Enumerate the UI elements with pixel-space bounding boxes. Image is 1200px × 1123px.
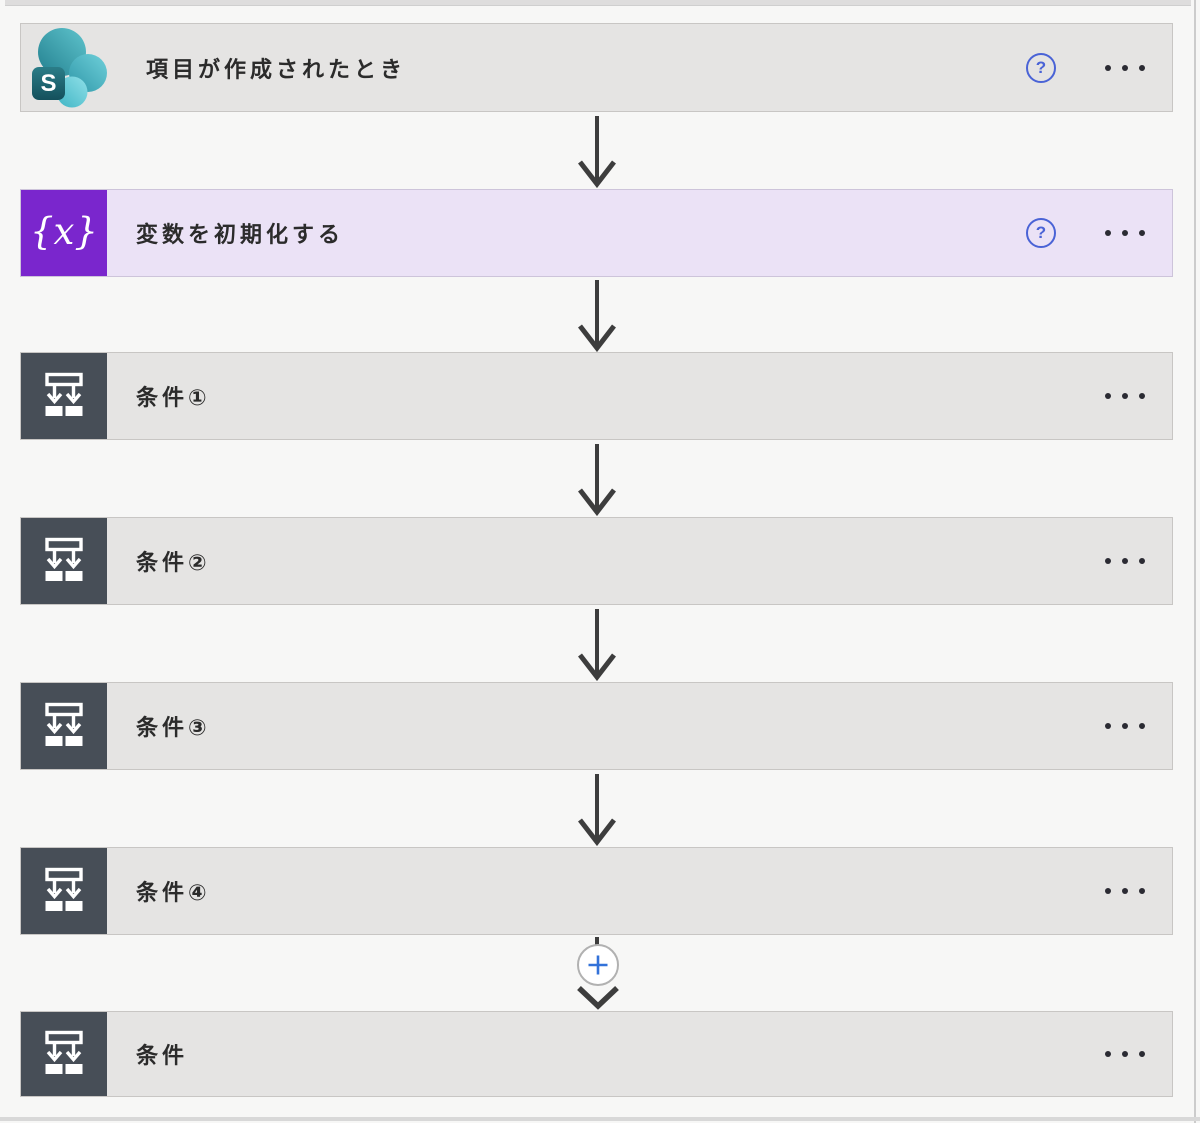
node-menu-button[interactable] xyxy=(1102,876,1148,906)
node-title: 項目が作成されたとき xyxy=(146,56,407,82)
condition-branch-icon xyxy=(21,518,107,604)
variable-braces-icon: {x} xyxy=(21,190,107,276)
condition-branch-icon xyxy=(21,848,107,934)
connector-arrow xyxy=(576,116,618,188)
node-menu-button[interactable] xyxy=(1102,546,1148,576)
node-title: 条件 xyxy=(136,1043,189,1068)
insert-step-button[interactable] xyxy=(577,944,619,986)
connector-arrow xyxy=(576,774,618,846)
flow-node-trigger[interactable]: 項目が作成されたとき ? xyxy=(20,23,1173,112)
cropped-bottom-edge xyxy=(0,1117,1200,1121)
connector-arrowhead xyxy=(577,986,619,1010)
connector-arrow xyxy=(595,937,599,948)
node-title: 変数を初期化する xyxy=(136,222,345,247)
node-menu-button[interactable] xyxy=(1102,381,1148,411)
node-title: 条件③ xyxy=(136,715,211,740)
node-title: 条件④ xyxy=(136,880,211,905)
connector-arrow xyxy=(576,444,618,516)
sharepoint-icon xyxy=(21,24,117,111)
flow-node-initialize-variable[interactable]: {x} 変数を初期化する ? xyxy=(20,189,1173,277)
node-menu-button[interactable] xyxy=(1102,1039,1148,1069)
condition-branch-icon xyxy=(21,1012,107,1096)
connector-arrow xyxy=(576,609,618,681)
cropped-toolbar-edge xyxy=(5,0,1191,6)
node-menu-button[interactable] xyxy=(1102,711,1148,741)
flow-node-condition-4[interactable]: 条件④ xyxy=(20,847,1173,935)
flow-node-condition-5[interactable]: 条件 xyxy=(20,1011,1173,1097)
connector-arrow xyxy=(576,280,618,352)
canvas-right-border xyxy=(1194,0,1196,1123)
node-title: 条件② xyxy=(136,550,211,575)
help-button[interactable]: ? xyxy=(1026,52,1056,83)
help-button[interactable]: ? xyxy=(1026,218,1056,248)
node-menu-button[interactable] xyxy=(1102,218,1148,248)
condition-branch-icon xyxy=(21,683,107,769)
flow-node-condition-2[interactable]: 条件② xyxy=(20,517,1173,605)
node-title: 条件① xyxy=(136,385,211,410)
condition-branch-icon xyxy=(21,353,107,439)
flow-node-condition-1[interactable]: 条件① xyxy=(20,352,1173,440)
node-menu-button[interactable] xyxy=(1102,53,1148,83)
flow-node-condition-3[interactable]: 条件③ xyxy=(20,682,1173,770)
plus-icon xyxy=(588,955,608,975)
